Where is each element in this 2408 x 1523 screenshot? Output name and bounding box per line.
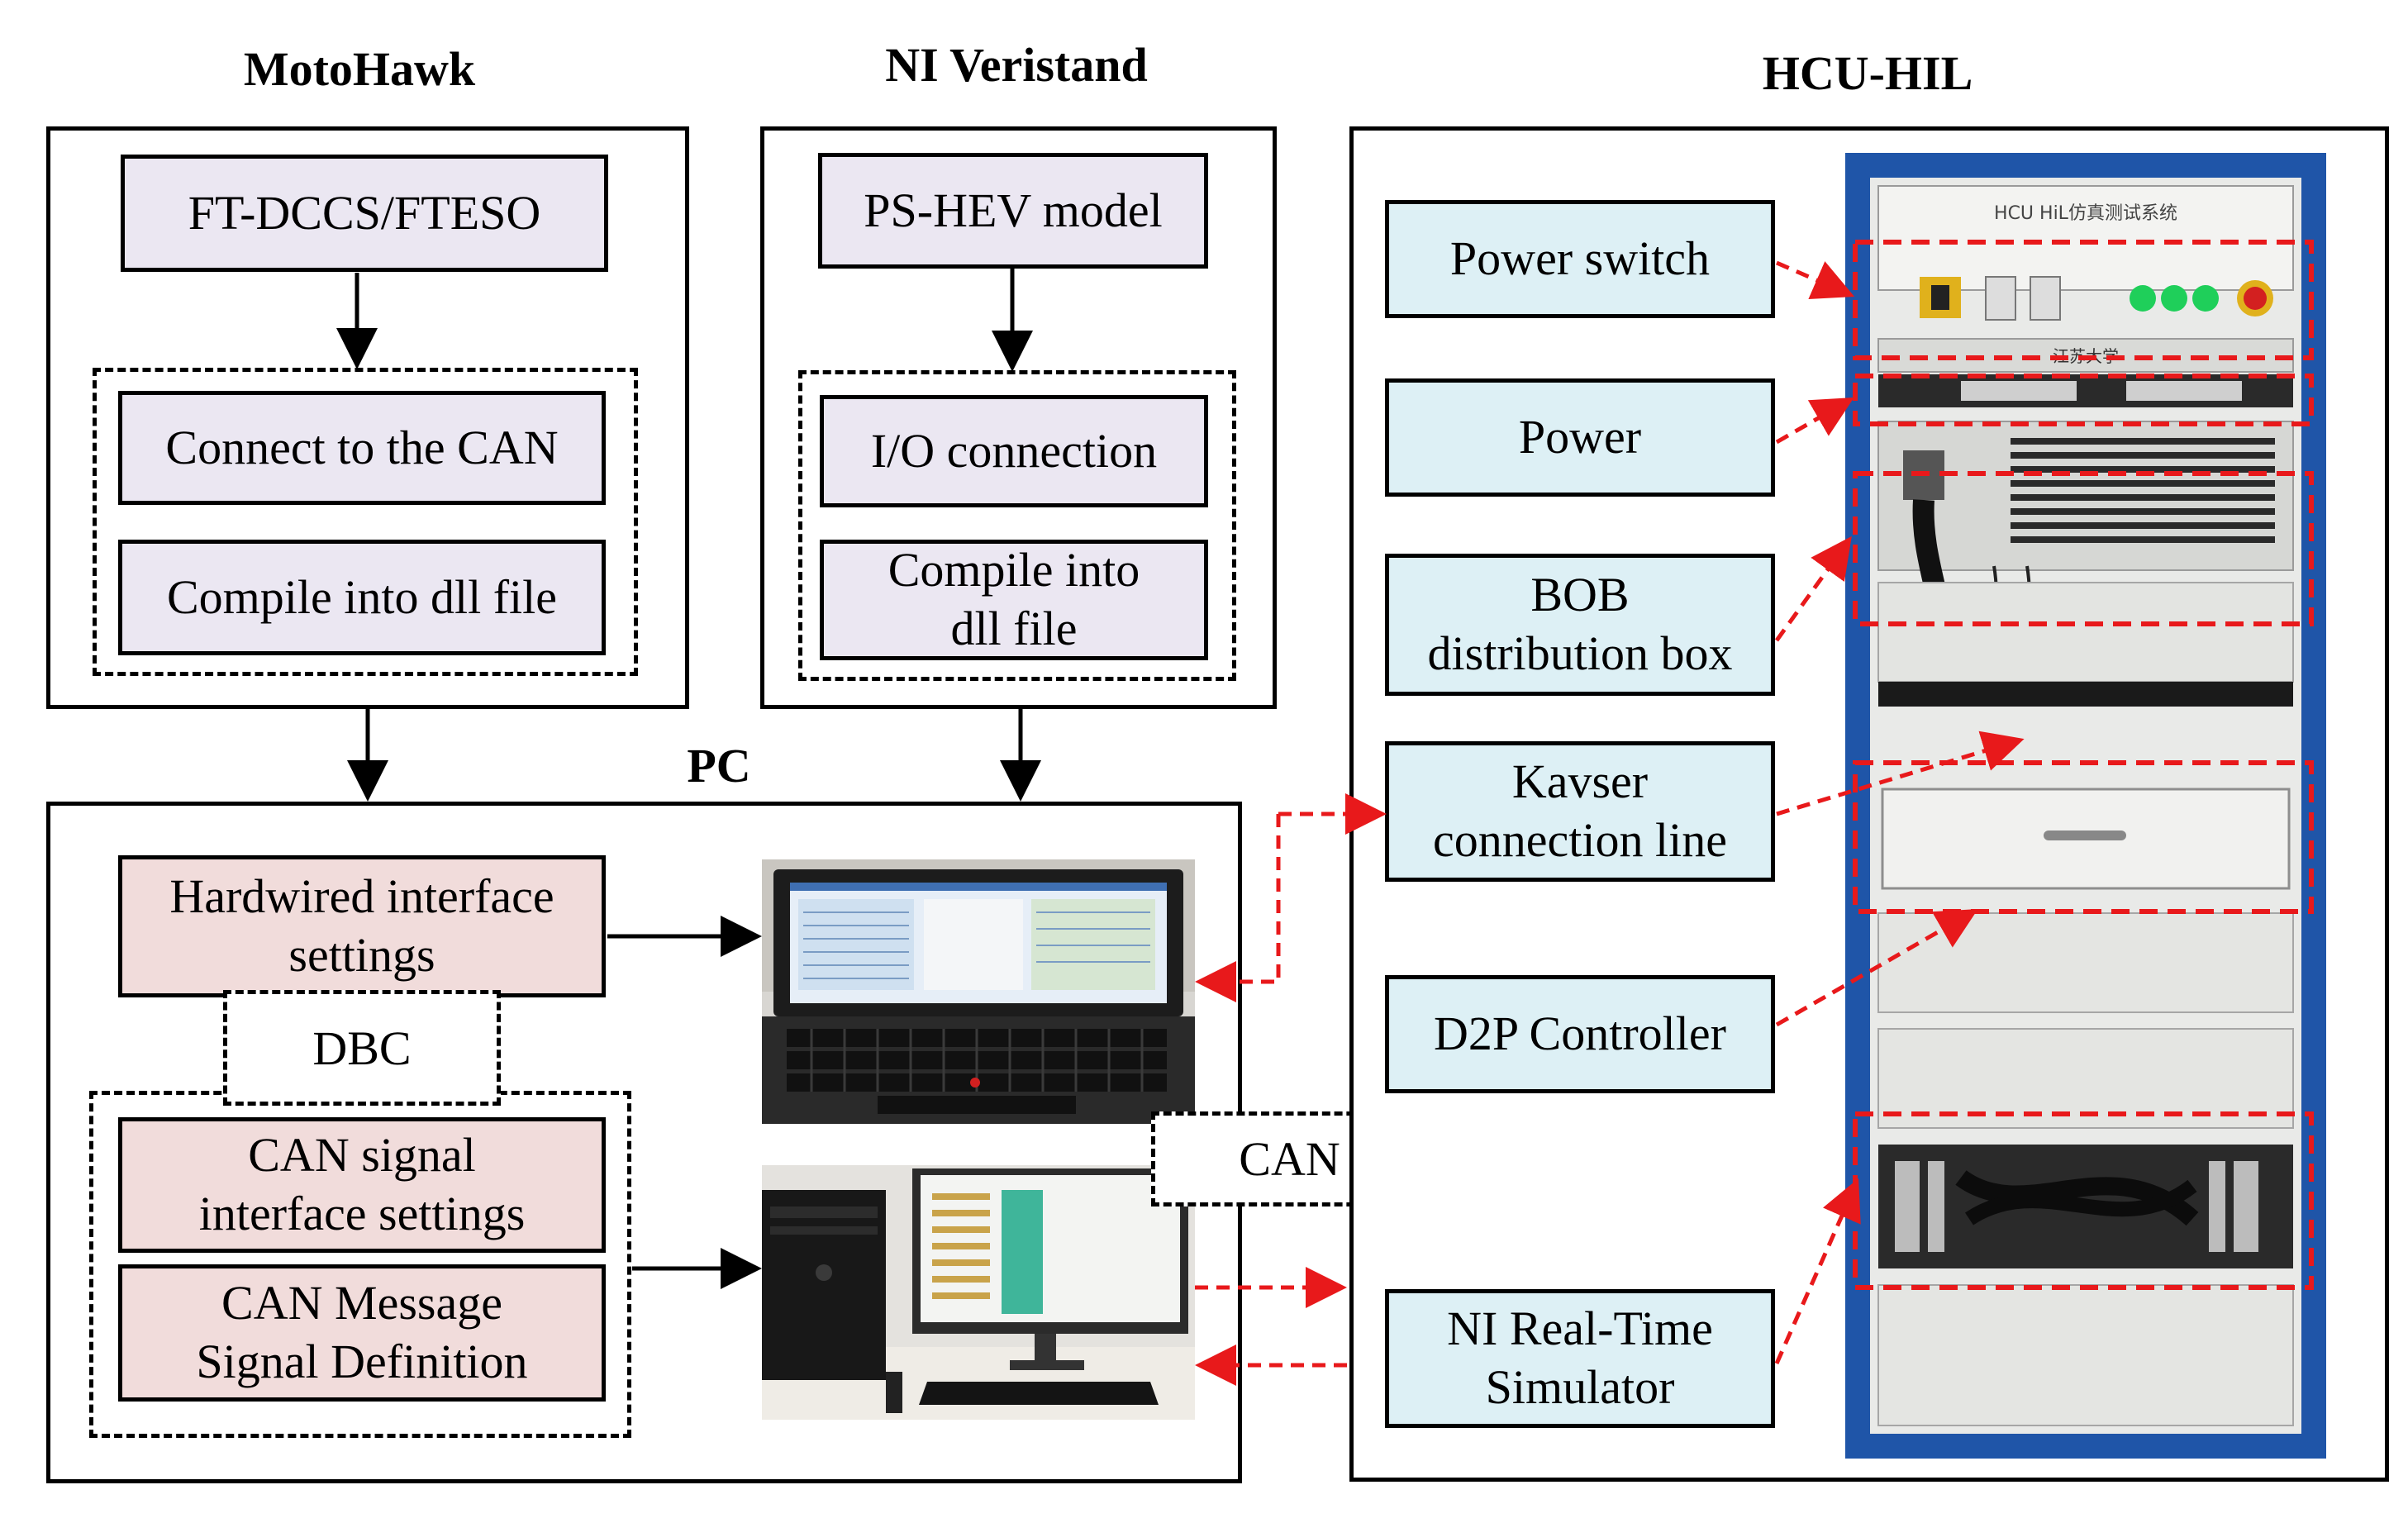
connect-can-box: Connect to the CAN <box>118 391 606 505</box>
highlight-ni-simulator <box>1853 1111 2314 1290</box>
laptop-photo <box>762 859 1195 1124</box>
ni-line-1: NI Real-Time <box>1447 1302 1713 1356</box>
compile-dll-box: Compile into dll file <box>118 540 606 655</box>
kavser-box: Kavser connection line <box>1385 741 1775 882</box>
ni-simulator-box: NI Real-Time Simulator <box>1385 1289 1775 1428</box>
highlight-power <box>1853 374 2314 426</box>
link-bob <box>1774 535 1852 642</box>
can-signal-box: CAN signal interface settings <box>118 1117 606 1253</box>
desktop-illustration <box>762 1165 1195 1420</box>
bob-line-2: distribution box <box>1427 626 1733 680</box>
motohawk-title: MotoHawk <box>243 42 476 96</box>
compile-dll-box-2: Compile into dll file <box>820 540 1208 660</box>
veristand-title: NI Veristand <box>885 38 1148 92</box>
power-switch-box: Power switch <box>1385 200 1775 318</box>
kavser-line-1: Kavser <box>1511 754 1649 809</box>
motohawk-dashed-group <box>93 368 638 676</box>
can-message-line-2: Signal Definition <box>196 1335 528 1388</box>
highlight-power-switch <box>1853 240 2314 360</box>
model-box: PS-HEV model <box>818 153 1208 269</box>
can-signal-line-1: CAN signal <box>248 1128 476 1183</box>
bob-box: BOB distribution box <box>1385 554 1775 696</box>
io-connection-box: I/O connection <box>820 395 1208 507</box>
can-signal-line-2: interface settings <box>198 1187 526 1240</box>
cabinet-label: HCU HiL仿真测试系统 <box>1994 203 2177 224</box>
link-laptop-kavser <box>1195 814 1281 1002</box>
link-d2p <box>1775 909 1978 1027</box>
bob-line-1: BOB <box>1530 568 1630 622</box>
highlight-kavser <box>1853 760 2314 914</box>
desktop-photo <box>762 1165 1195 1420</box>
power-box: Power <box>1385 378 1775 497</box>
compile-line-2: dll file <box>950 602 1078 655</box>
link-ni-simulator <box>1774 1178 1861 1365</box>
compile-line-1: Compile into <box>888 543 1140 597</box>
link-power-switch <box>1776 260 1855 299</box>
kavser-line-2: connection line <box>1433 813 1727 867</box>
link-kavser <box>1776 731 2025 816</box>
d2p-box: D2P Controller <box>1385 975 1775 1093</box>
link-power <box>1775 397 1854 445</box>
hardwired-line-1: Hardwired interface <box>169 869 554 924</box>
controller-box: FT-DCCS/FTESO <box>121 155 608 272</box>
can-message-line-1: CAN Message <box>221 1276 502 1330</box>
hardwired-line-2: settings <box>288 928 435 982</box>
dbc-label: DBC <box>223 990 501 1106</box>
pc-title: PC <box>687 739 751 792</box>
laptop-illustration <box>762 859 1195 1124</box>
can-message-box: CAN Message Signal Definition <box>118 1264 606 1402</box>
ni-line-2: Simulator <box>1485 1360 1675 1414</box>
veristand-dashed-group <box>798 370 1236 681</box>
hardwired-box: Hardwired interface settings <box>118 855 606 997</box>
highlight-bob <box>1853 471 2314 626</box>
hcu-hil-title: HCU-HIL <box>1762 46 1973 100</box>
